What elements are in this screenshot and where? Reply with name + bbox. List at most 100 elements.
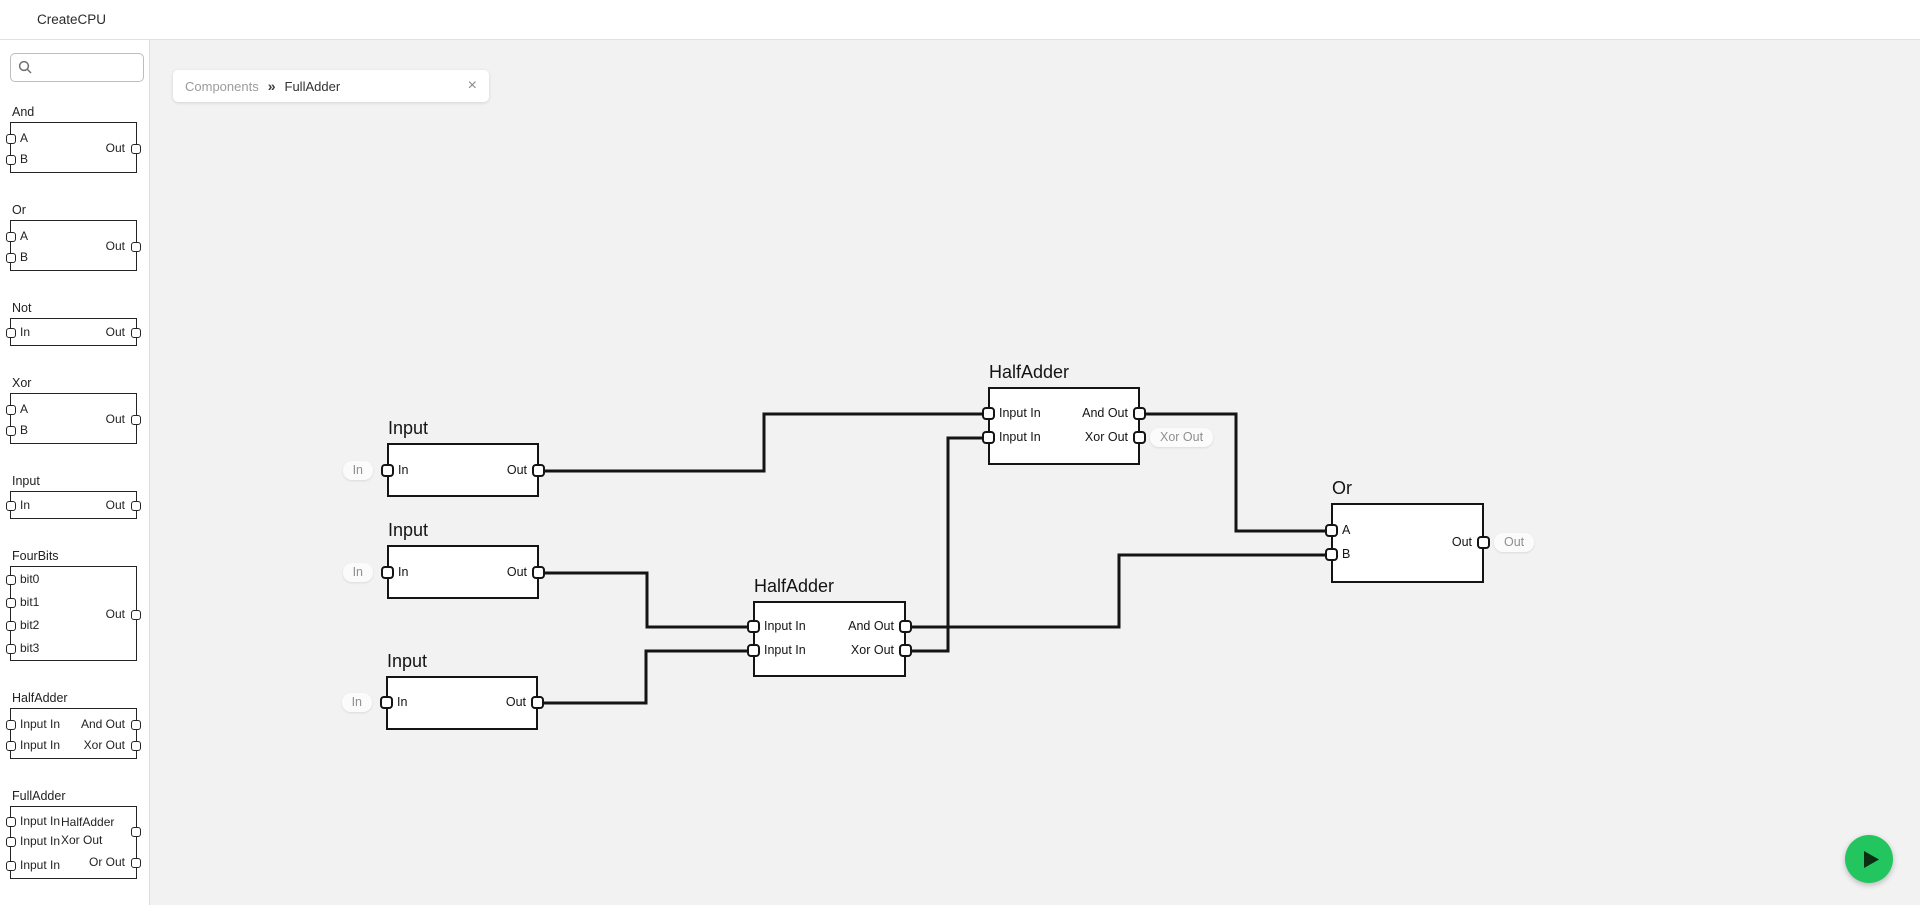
output-port xyxy=(131,827,141,837)
wire-input3-out[interactable] xyxy=(538,649,753,705)
input-port[interactable] xyxy=(381,566,394,579)
input-port[interactable] xyxy=(380,696,393,709)
input-port[interactable] xyxy=(747,644,760,657)
output-port xyxy=(131,610,141,620)
palette-item-title: HalfAdder xyxy=(12,691,68,705)
palette-item-title: Or xyxy=(12,203,26,217)
tab-fulladder[interactable]: Components » FullAdder × xyxy=(173,70,489,102)
port-label: A xyxy=(1342,523,1351,537)
search-icon xyxy=(18,60,32,74)
input-port[interactable] xyxy=(747,620,760,633)
palette-item-title: And xyxy=(12,105,35,119)
input-port xyxy=(6,621,16,631)
input-port xyxy=(6,598,16,608)
output-port[interactable] xyxy=(532,464,545,477)
input-port xyxy=(6,720,16,730)
output-port[interactable] xyxy=(1133,407,1146,420)
output-port xyxy=(131,720,141,730)
output-port xyxy=(131,501,141,511)
output-port[interactable] xyxy=(532,566,545,579)
port-label: bit2 xyxy=(20,618,40,632)
palette-item-title: FourBits xyxy=(12,549,59,563)
output-port[interactable] xyxy=(1133,431,1146,444)
wire-input1-out[interactable] xyxy=(539,412,988,473)
run-button[interactable] xyxy=(1845,835,1893,883)
wire-input2-out[interactable] xyxy=(539,571,753,629)
output-port[interactable] xyxy=(531,696,544,709)
input-port[interactable] xyxy=(982,431,995,444)
input-port xyxy=(6,253,16,263)
input-port xyxy=(6,501,16,511)
port-label: Xor Out xyxy=(850,643,894,657)
input-port xyxy=(6,232,16,242)
wire-halfadder-top-and-out[interactable] xyxy=(1140,412,1331,533)
output-port[interactable] xyxy=(899,620,912,633)
input-value-pill[interactable]: In xyxy=(342,461,373,480)
app-title: CreateCPU xyxy=(37,12,107,27)
breadcrumb-components[interactable]: Components xyxy=(185,78,259,94)
wire-halfadder-bottom-xor-out[interactable] xyxy=(906,436,988,653)
port-label: Xor Out xyxy=(83,738,125,752)
port-label: In xyxy=(20,325,31,339)
input-port xyxy=(6,575,16,585)
input-port[interactable] xyxy=(1325,548,1338,561)
port-label: Out xyxy=(105,239,125,253)
input-value-pill[interactable]: In xyxy=(342,563,373,582)
port-label: Or Out xyxy=(88,855,125,869)
port-label: Xor Out xyxy=(1084,430,1128,444)
input-port xyxy=(6,817,16,827)
output-port xyxy=(131,242,141,252)
output-port[interactable] xyxy=(1477,536,1490,549)
double-chevron-icon: » xyxy=(267,78,276,94)
wire-halfadder-bottom-and-out[interactable] xyxy=(906,553,1331,629)
port-label: In xyxy=(20,498,31,512)
input-port xyxy=(6,328,16,338)
output-port xyxy=(131,144,141,154)
tab-title: FullAdder xyxy=(284,78,341,94)
input-value-pill[interactable]: In xyxy=(341,693,372,712)
input-port xyxy=(6,837,16,847)
block-title: HalfAdder xyxy=(754,576,835,596)
input-port[interactable] xyxy=(982,407,995,420)
port-label: bit1 xyxy=(20,595,40,609)
palette-item-title: Xor xyxy=(12,376,32,390)
palette-item-title: Input xyxy=(12,474,40,488)
search-input[interactable] xyxy=(10,53,144,82)
input-port[interactable] xyxy=(381,464,394,477)
close-icon[interactable]: × xyxy=(467,77,477,94)
port-label: And Out xyxy=(80,717,125,731)
block-title: Or xyxy=(1332,478,1352,498)
input-port[interactable] xyxy=(1325,524,1338,537)
output-port[interactable] xyxy=(899,644,912,657)
port-label: A xyxy=(20,131,29,145)
port-label: Input In xyxy=(20,834,61,848)
